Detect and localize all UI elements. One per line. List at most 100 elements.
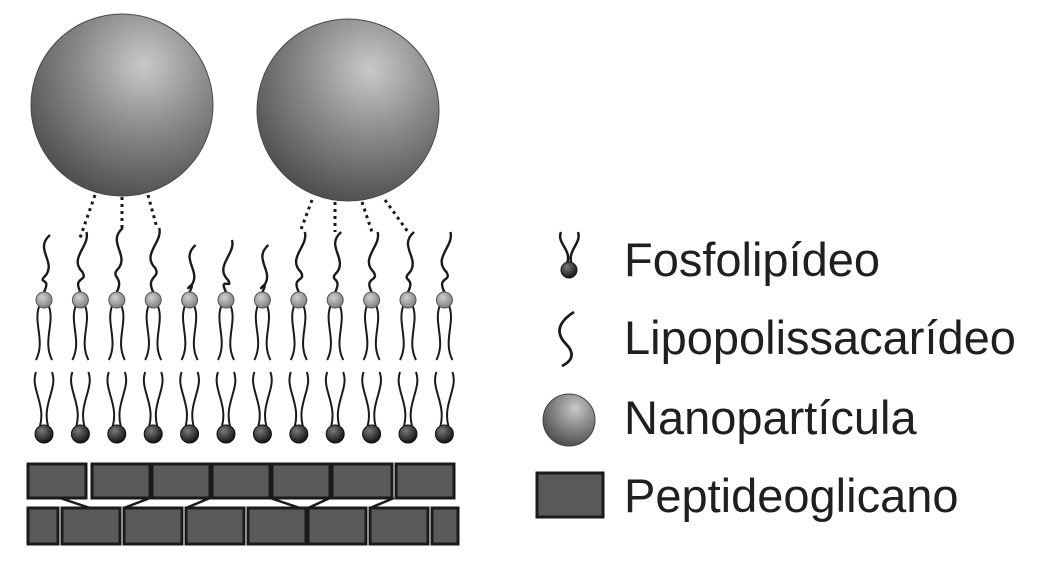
lps-chain-11	[405, 231, 415, 293]
inner-head-10	[362, 424, 382, 444]
lps-chain-4	[149, 227, 161, 293]
peptidoglycan-block-bottom-1	[26, 506, 60, 546]
outer-head-10	[363, 291, 381, 309]
lps-chain-2	[76, 231, 88, 293]
outer-tail-right-4	[156, 303, 163, 361]
inner-tail-right-6	[227, 371, 237, 427]
legend-label-peptidoglycan: Peptideoglicano	[624, 469, 959, 522]
outer-tail-left-4	[144, 303, 151, 361]
inner-head-5	[180, 424, 200, 444]
outer-head-2	[71, 291, 89, 309]
outer-tail-right-1	[47, 303, 53, 361]
inner-tail-left-9	[324, 371, 334, 427]
peptidoglycan-icon	[535, 471, 605, 519]
inner-tail-right-5	[191, 371, 200, 427]
outer-head-9	[326, 291, 344, 309]
peptide-crosslink-1	[59, 496, 91, 510]
inner-tail-right-10	[373, 371, 382, 427]
peptidoglycan-block-top-6	[330, 462, 394, 500]
inner-tail-left-1	[33, 371, 43, 427]
peptidoglycan-layer	[26, 462, 460, 546]
outer-head-3	[108, 291, 126, 309]
inner-head-4	[143, 424, 163, 444]
connector-4	[298, 199, 314, 233]
outer-tail-right-5	[192, 303, 199, 361]
peptidoglycan-block-bottom-6	[306, 506, 368, 546]
connector-7	[383, 199, 410, 233]
inner-head-3	[107, 424, 127, 444]
outer-tail-right-12	[447, 303, 454, 361]
outer-tail-left-5	[180, 303, 187, 361]
outer-head-8	[290, 291, 308, 309]
peptide-crosslink-2	[123, 496, 151, 510]
peptidoglycan-block-top-1	[26, 462, 88, 500]
inner-head-8	[289, 424, 309, 444]
inner-tail-left-6	[215, 371, 225, 427]
outer-tail-left-1	[35, 303, 41, 361]
legend-label-lipopolysaccharide: Lipopolissacarídeo	[624, 311, 1016, 364]
connector-1	[78, 194, 97, 239]
peptide-crosslink-5	[307, 496, 331, 510]
peptidoglycan-block-top-5	[270, 462, 332, 500]
peptidoglycan-block-bottom-4	[184, 506, 246, 546]
outer-head-4	[144, 291, 162, 309]
connector-6	[360, 201, 374, 233]
lps-chain-1	[41, 234, 51, 293]
outer-head-1	[35, 291, 53, 309]
inner-tail-left-2	[70, 371, 79, 427]
outer-tail-right-11	[411, 303, 417, 361]
outer-tail-right-3	[119, 303, 126, 361]
outer-tail-left-6	[217, 303, 223, 361]
legend-icons	[535, 231, 605, 519]
phospholipid-icon	[558, 231, 580, 279]
outer-tail-left-11	[399, 303, 405, 361]
inner-head-9	[325, 424, 345, 444]
peptidoglycan-block-top-4	[210, 462, 272, 500]
nanoparticle-icon	[542, 393, 596, 447]
outer-head-12	[435, 291, 453, 309]
peptide-crosslink-3	[185, 496, 211, 510]
outer-tail-right-6	[229, 303, 235, 361]
lps-chain-12	[440, 231, 452, 293]
outer-tail-right-2	[83, 303, 90, 361]
inner-tail-left-12	[434, 371, 443, 427]
outer-tail-left-8	[289, 303, 296, 361]
outer-head-5	[181, 291, 199, 309]
inner-head-11	[398, 424, 418, 444]
lps-chain-6	[222, 239, 234, 293]
nanoparticle-1	[30, 13, 214, 197]
outer-tail-right-8	[301, 303, 308, 361]
inner-tail-right-12	[446, 371, 455, 427]
inner-tail-right-8	[300, 371, 310, 427]
inner-tail-right-7	[264, 371, 273, 427]
inner-tail-right-3	[118, 371, 128, 427]
inner-head-2	[70, 424, 90, 444]
lps-chain-3	[114, 227, 124, 293]
outer-head-7	[253, 291, 271, 309]
outer-tail-left-12	[435, 303, 442, 361]
inner-tail-left-3	[106, 371, 116, 427]
inner-tail-left-7	[252, 371, 261, 427]
lps-chain-8	[294, 231, 307, 293]
peptidoglycan-block-bottom-3	[122, 506, 184, 546]
outer-tail-right-7	[265, 303, 272, 361]
inner-tail-right-9	[336, 371, 346, 427]
lipopolysaccharide-icon	[558, 310, 575, 368]
dotted-connectors	[78, 194, 410, 239]
inner-tail-left-8	[288, 371, 298, 427]
outer-tail-left-2	[71, 303, 78, 361]
lps-chain-7	[259, 244, 270, 293]
peptidoglycan-block-bottom-5	[246, 506, 308, 546]
inner-tail-left-5	[179, 371, 188, 427]
lps-chain-10	[367, 231, 380, 293]
lipopolysaccharide-layer	[41, 227, 452, 293]
peptide-crosslink-6	[369, 496, 395, 510]
peptidoglycan-block-top-2	[90, 462, 152, 500]
inner-phospholipid-layer	[33, 371, 455, 444]
inner-tail-left-10	[361, 371, 370, 427]
outer-tail-left-9	[326, 303, 333, 361]
inner-tail-right-4	[154, 371, 164, 427]
inner-tail-right-11	[409, 371, 419, 427]
